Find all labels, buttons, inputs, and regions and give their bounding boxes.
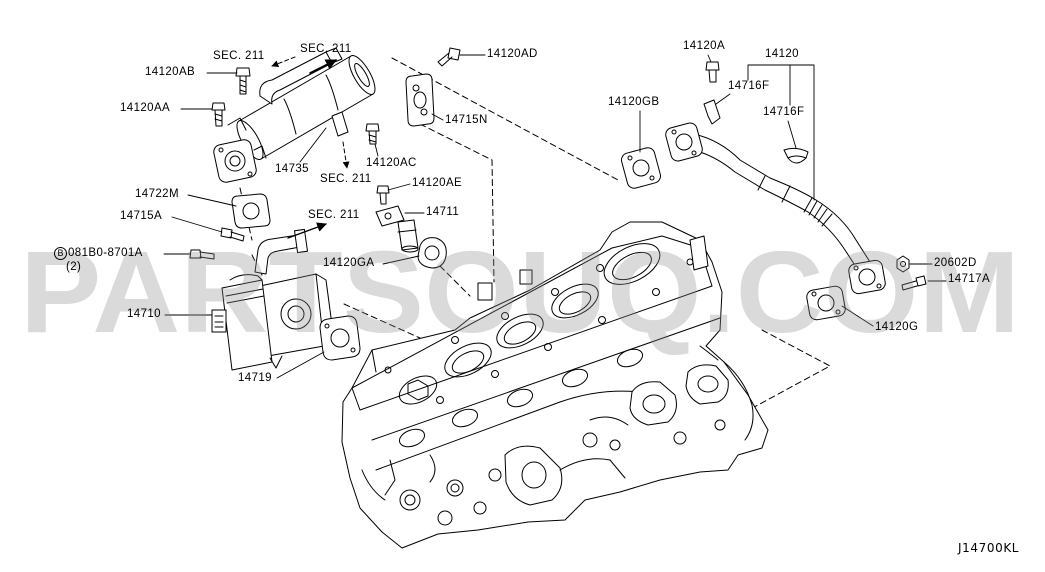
callout-gasket-cooler[interactable]: 14722M	[135, 188, 179, 200]
callout-bolt-cooler-side[interactable]: 14120AA	[120, 102, 171, 114]
callout-bolt-tube[interactable]: 14120A	[683, 40, 726, 52]
clamp-lower	[783, 147, 809, 164]
callout-gasket-valve[interactable]: 14719	[238, 372, 272, 384]
callout-bolt-sensor[interactable]: 14120AE	[412, 177, 463, 189]
gasket-tube-upper	[620, 147, 662, 189]
clamp-upper	[703, 99, 721, 125]
callout-bolt-cooler-top[interactable]: 14120AB	[145, 66, 196, 78]
standard-bolt-mark: B	[54, 247, 67, 260]
leader-lines	[163, 54, 947, 379]
bolt-tube-lower	[901, 275, 927, 291]
callout-clamp-lower[interactable]: 14716F	[763, 106, 805, 118]
callout-sensor[interactable]: 14711	[426, 206, 460, 218]
callout-bolt-tube-lower[interactable]: 14717A	[948, 273, 991, 285]
gasket-plate	[405, 73, 435, 127]
gasket-tube-lower	[806, 285, 846, 321]
callout-gasket-tube-lower[interactable]: 14120G	[875, 321, 919, 333]
callout-gasket-plate[interactable]: 14715N	[445, 114, 488, 126]
callout-gasket-tube-upper[interactable]: 14120GB	[608, 96, 660, 108]
callout-bolt-valve[interactable]: 14715A	[120, 210, 163, 222]
callout-gasket-sensor[interactable]: 14120GA	[323, 257, 375, 269]
callout-egr-valve[interactable]: 14710	[127, 308, 161, 320]
callout-nut-tube[interactable]: 20602D	[934, 257, 977, 269]
callout-egr-cooler[interactable]: 14735	[275, 163, 309, 175]
head-bolts	[384, 258, 694, 404]
standard-bolt-quantity: (2)	[66, 261, 82, 273]
section-arrows	[271, 56, 350, 239]
nut-tube	[896, 255, 910, 273]
bolt-cooler-top	[235, 67, 251, 95]
cylinder-head	[341, 221, 769, 549]
section-ref-valve-pipe: SEC. 211	[308, 209, 360, 221]
bolts	[189, 47, 927, 291]
callout-egr-tube[interactable]: 14120	[765, 48, 799, 60]
bolt-tube	[705, 61, 720, 83]
callout-clamp-upper[interactable]: 14716F	[728, 80, 770, 92]
section-ref-cooler-inlet: SEC. 211	[213, 50, 265, 62]
watermark: PARTSOUQ.COM	[20, 227, 1020, 357]
callout-bolt-plate[interactable]: 14120AD	[487, 48, 538, 60]
sensor	[375, 205, 419, 253]
bolt-cooler-side	[211, 102, 226, 127]
egr-tube	[665, 122, 886, 295]
gasket-sensor	[417, 237, 447, 269]
bolt-plate	[437, 47, 461, 67]
bolt-valve-std	[189, 249, 215, 260]
callout-standard-bolt[interactable]: 081B0-8701A	[68, 247, 143, 259]
bolt-sensor	[376, 185, 390, 205]
diagram-code: J14700KL	[958, 541, 1020, 555]
bolt-valve	[220, 227, 245, 242]
gasket-valve	[319, 315, 361, 361]
egr-valve	[211, 228, 335, 371]
section-ref-cooler-outlet: SEC. 211	[300, 43, 352, 55]
section-ref-cooler-water: SEC. 211	[320, 173, 372, 185]
cam-journals	[398, 243, 661, 405]
egr-cooler	[213, 47, 376, 183]
bolt-cooler-bracket	[365, 123, 380, 145]
callout-bolt-cooler-bracket[interactable]: 14120AC	[366, 157, 417, 169]
tube-bellows	[803, 197, 833, 227]
gasket-cooler	[231, 193, 271, 229]
